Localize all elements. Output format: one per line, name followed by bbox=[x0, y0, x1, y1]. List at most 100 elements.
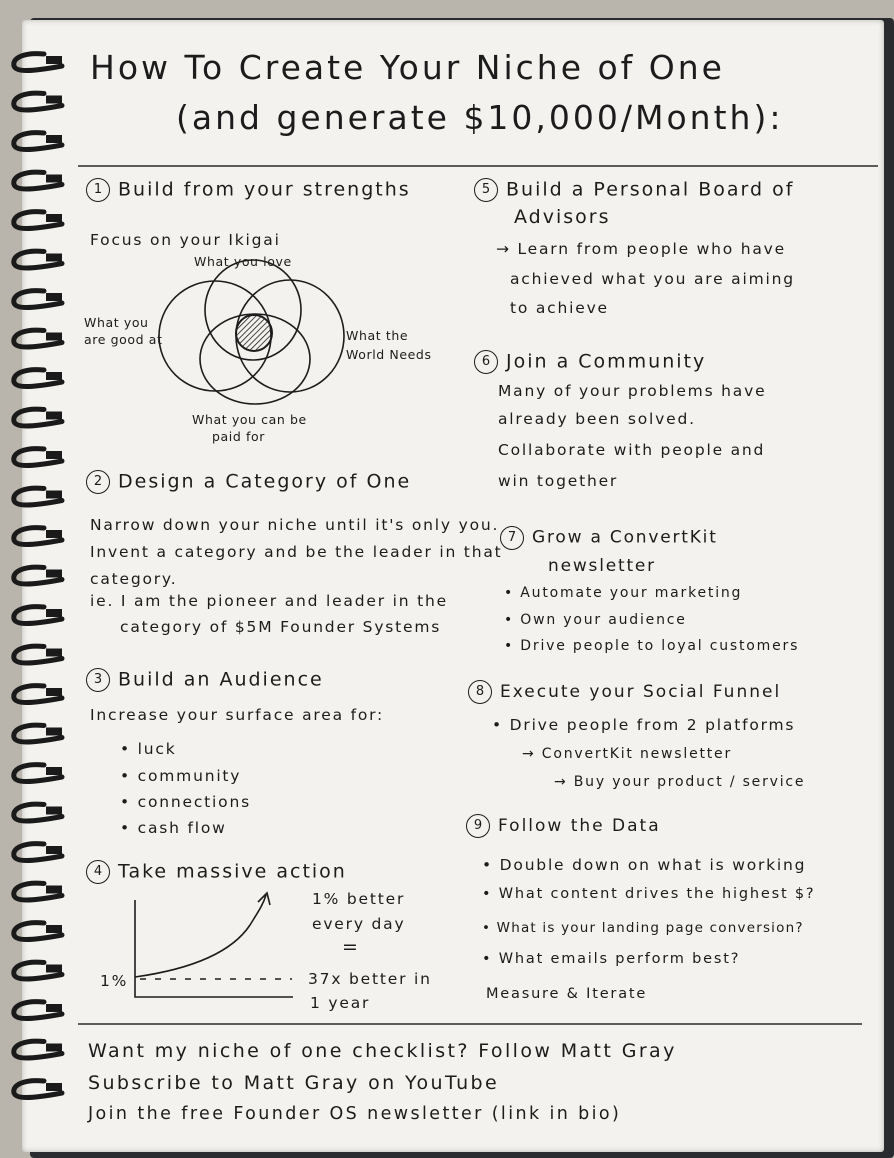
spiral-hole bbox=[46, 1043, 62, 1052]
spiral-ring bbox=[11, 446, 65, 468]
section-8-line-2: → ConvertKit newsletter bbox=[522, 746, 733, 762]
spiral-ring bbox=[11, 209, 65, 231]
section-2-line-5: category of $5M Founder Systems bbox=[120, 618, 442, 636]
section-2-number: 2 bbox=[86, 470, 110, 494]
section-7-bullet-1: • Automate your marketing bbox=[504, 585, 743, 601]
spiral-hole bbox=[46, 609, 62, 617]
section-8-number: 8 bbox=[468, 680, 492, 704]
section-7-number: 7 bbox=[500, 526, 524, 550]
spiral-ring bbox=[11, 999, 65, 1021]
page-title-line-2: (and generate $10,000/Month): bbox=[176, 98, 784, 137]
growth-axis-label: 1% bbox=[100, 972, 129, 990]
venn-label-paid-for-1: What you can be bbox=[192, 412, 307, 427]
spiral-binding bbox=[11, 51, 65, 1100]
section-3-bullet-3: • connections bbox=[120, 793, 251, 811]
section-6-line-2: already been solved. bbox=[498, 410, 696, 428]
venn-label-world-needs-1: What the bbox=[346, 328, 409, 343]
spiral-ring bbox=[11, 327, 65, 350]
section-5-number: 5 bbox=[474, 178, 498, 202]
growth-note-1: 1% better bbox=[312, 890, 406, 908]
spiral-hole bbox=[46, 56, 62, 64]
venn-label-good-at-1: What you bbox=[84, 315, 149, 330]
spiral-ring bbox=[11, 406, 65, 429]
spiral-ring bbox=[11, 841, 65, 863]
section-3-bullet-4: • cash flow bbox=[120, 819, 227, 837]
footer-line-1: Want my niche of one checklist? Follow M… bbox=[88, 1040, 677, 1062]
venn-label-good-at-2: are good at bbox=[84, 332, 163, 347]
venn-label-world-needs-2: World Needs bbox=[346, 347, 432, 362]
spiral-hole bbox=[46, 451, 62, 459]
section-9-number: 9 bbox=[466, 814, 490, 838]
spiral-ring bbox=[11, 762, 65, 784]
section-8-line-1: • Drive people from 2 platforms bbox=[492, 716, 796, 734]
growth-arrowhead bbox=[257, 891, 271, 906]
section-5-line-2: achieved what you are aiming bbox=[510, 270, 795, 288]
spiral-hole bbox=[46, 846, 62, 854]
spiral-ring bbox=[11, 801, 65, 824]
spiral-ring bbox=[11, 880, 65, 903]
growth-note-3: 37x better in bbox=[308, 970, 432, 988]
section-7-heading-line-2: newsletter bbox=[548, 556, 656, 576]
spiral-ring bbox=[11, 683, 65, 705]
growth-note-4: 1 year bbox=[310, 994, 371, 1012]
section-9-bullet-3: • What is your landing page conversion? bbox=[482, 920, 804, 936]
section-5-line-3: to achieve bbox=[510, 299, 609, 317]
spiral-hole bbox=[46, 688, 62, 696]
growth-axes bbox=[134, 900, 293, 998]
page-title-line-1: How To Create Your Niche of One bbox=[90, 48, 725, 87]
spiral-hole bbox=[46, 1083, 62, 1091]
spiral-ring bbox=[11, 643, 65, 666]
spiral-hole bbox=[46, 964, 62, 973]
section-2-line-4: ie. I am the pioneer and leader in the bbox=[90, 592, 448, 610]
section-9-closing: Measure & Iterate bbox=[486, 986, 648, 1002]
spiral-hole bbox=[46, 1004, 62, 1012]
spiral-ring bbox=[11, 248, 65, 271]
section-6-number: 6 bbox=[474, 350, 498, 374]
section-3-number: 3 bbox=[86, 668, 110, 692]
spiral-ring bbox=[11, 604, 65, 626]
spiral-hole bbox=[46, 214, 62, 222]
spiral-hole bbox=[46, 648, 62, 657]
section-9-bullet-1: • Double down on what is working bbox=[482, 856, 807, 874]
section-6-line-1: Many of your problems have bbox=[498, 382, 767, 400]
growth-note-equals: = bbox=[342, 936, 360, 958]
section-9-bullet-4: • What emails perform best? bbox=[482, 951, 741, 967]
spiral-hole bbox=[46, 767, 62, 775]
section-7-bullet-2: • Own your audience bbox=[504, 612, 687, 628]
section-4-number: 4 bbox=[86, 860, 110, 884]
section-6-line-3: Collaborate with people and bbox=[498, 441, 766, 459]
ikigai-venn-diagram bbox=[158, 259, 345, 405]
section-8-line-3: → Buy your product / service bbox=[554, 774, 806, 790]
spiral-ring bbox=[11, 1038, 65, 1061]
ikigai-intro: Focus on your Ikigai bbox=[90, 231, 281, 249]
spiral-ring bbox=[11, 485, 65, 508]
section-6-line-4: win together bbox=[498, 472, 619, 490]
spiral-ring bbox=[11, 564, 65, 587]
spiral-ring bbox=[11, 1078, 65, 1100]
spiral-ring bbox=[11, 959, 65, 982]
footer-line-3: Join the free Founder OS newsletter (lin… bbox=[88, 1104, 622, 1124]
spiral-hole bbox=[46, 293, 62, 301]
spiral-ring bbox=[11, 169, 65, 192]
spiral-hole bbox=[46, 174, 62, 183]
spiral-hole bbox=[46, 569, 62, 578]
spiral-hole bbox=[46, 372, 62, 380]
spiral-hole bbox=[46, 490, 62, 499]
section-7-bullet-3: • Drive people to loyal customers bbox=[504, 638, 800, 654]
spiral-hole bbox=[46, 253, 62, 262]
spiral-hole bbox=[46, 411, 62, 420]
section-1-number: 1 bbox=[86, 178, 110, 202]
venn-circle-paid-for bbox=[199, 313, 311, 405]
spiral-ring bbox=[11, 367, 65, 389]
section-2-line-3: category. bbox=[90, 570, 178, 588]
section-5-line-1: → Learn from people who have bbox=[496, 240, 786, 258]
growth-note-2: every day bbox=[312, 915, 406, 933]
spiral-ring bbox=[11, 288, 65, 310]
spiral-hole bbox=[46, 530, 62, 538]
